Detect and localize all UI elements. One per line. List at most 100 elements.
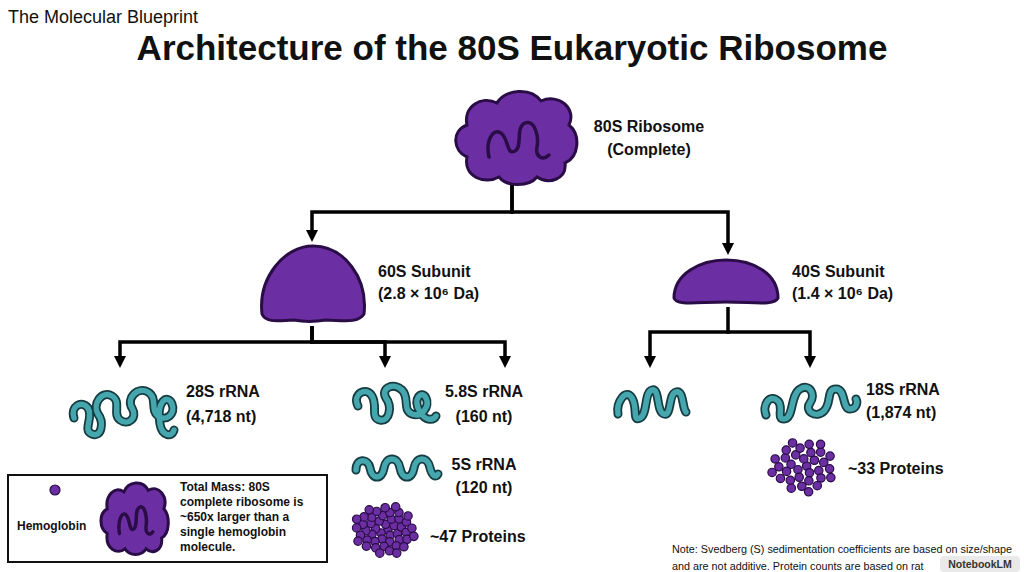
rrna-strand-outline	[765, 387, 857, 419]
protein-dot	[352, 524, 360, 532]
rrna-node: 18S rRNA (1,874 nt)	[758, 368, 968, 428]
protein-dot	[825, 465, 833, 473]
node-label: 5.8S rRNA (160 nt)	[443, 380, 525, 430]
protein-dot	[408, 524, 416, 532]
protein-dot	[410, 532, 418, 540]
node-label: Hemoglobin	[17, 519, 97, 535]
protein-dot	[404, 512, 412, 520]
protein-dot	[826, 452, 834, 460]
rrna-strand	[765, 387, 857, 419]
header-label: The Molecular Blueprint	[8, 6, 328, 28]
rrna-node: 5.8S rRNA (160 nt)	[348, 368, 528, 428]
tree-connector	[512, 185, 728, 243]
watermark: NotebookLM	[940, 556, 1020, 572]
protein-dot	[805, 440, 813, 448]
rrna-strand-fill	[356, 459, 438, 477]
ribosome-node: 80S Ribosome (Complete)	[445, 85, 715, 185]
node-label: 28S rRNA (4,718 nt)	[186, 380, 271, 430]
tree-connector	[312, 185, 512, 230]
node-shape	[66, 368, 296, 443]
protein-cluster	[352, 503, 418, 558]
protein-dot	[807, 448, 815, 456]
ribosome-shape	[101, 483, 168, 555]
ribosome-fold	[488, 122, 549, 157]
rrna-strand	[618, 390, 686, 419]
ribosome-fold	[119, 507, 153, 534]
subunit-shape	[674, 260, 778, 303]
subunit-node: 40S Subunit (1.4 × 10⁶ Da)	[670, 255, 910, 307]
protein-cluster-node: ~33 Proteins	[765, 436, 970, 496]
protein-dot	[354, 537, 362, 545]
node-label: ~33 Proteins	[848, 457, 968, 480]
protein-dot	[796, 444, 804, 452]
node-shape	[258, 242, 498, 326]
protein-dot	[813, 482, 821, 490]
protein-dot	[362, 542, 370, 550]
ribosome-body	[101, 483, 168, 555]
connector-group	[120, 185, 810, 356]
arrow-head	[644, 356, 656, 368]
tree-connector	[728, 307, 810, 356]
protein-dot	[365, 506, 373, 514]
protein-dot	[768, 468, 776, 476]
rrna-strand-outline	[73, 390, 174, 434]
protein-dot	[827, 473, 835, 481]
subunit-shape	[262, 246, 365, 322]
protein-dot	[816, 448, 824, 456]
rrna-strand-fill	[73, 390, 174, 434]
protein-dot	[786, 476, 794, 484]
node-label: 5S rRNA (120 nt)	[443, 453, 525, 499]
rrna-node: 5S rRNA (120 nt)	[348, 445, 528, 495]
rrna-strand-fill	[765, 387, 857, 419]
rrna-strand	[356, 459, 438, 477]
rrna-strand	[357, 386, 436, 420]
protein-dot	[817, 474, 825, 482]
subunit-node: 60S Subunit (2.8 × 10⁶ Da)	[258, 242, 498, 326]
protein-cluster-node: ~47 Proteins	[350, 502, 560, 560]
protein-dot	[376, 549, 384, 557]
rrna-strand	[73, 390, 174, 434]
comparison-box: Hemoglobin Total Mass: 80S complete ribos…	[7, 474, 328, 563]
protein-dot	[787, 484, 795, 492]
rrna-strand-outline	[357, 386, 436, 420]
tree-connector	[120, 326, 312, 356]
tree-connector	[312, 326, 505, 356]
protein-dot	[782, 467, 790, 475]
node-label: 60S Subunit (2.8 × 10⁶ Da)	[378, 261, 493, 306]
protein-dot	[805, 469, 813, 477]
protein-dot	[804, 488, 812, 496]
node-label: Total Mass: 80S complete ribosome is ~65…	[180, 480, 318, 555]
rrna-strand-fill	[357, 386, 436, 420]
branch-line	[650, 332, 728, 356]
rrna-strand-fill	[618, 390, 686, 419]
rrna-node: 28S rRNA (4,718 nt)	[66, 368, 296, 443]
tree-connector	[312, 326, 385, 356]
protein-dot	[381, 503, 389, 511]
protein-cluster	[768, 439, 835, 496]
rrna-strand-outline	[356, 459, 438, 477]
protein-dot	[781, 454, 789, 462]
node-label: 18S rRNA (1,874 nt)	[866, 378, 951, 424]
rrna-strand-outline	[618, 390, 686, 419]
ribosome-shape	[456, 91, 577, 184]
node-label: 80S Ribosome (Complete)	[585, 115, 713, 161]
protein-dot	[400, 543, 408, 551]
protein-dot	[795, 473, 803, 481]
protein-dot	[391, 503, 399, 511]
node-label: ~47 Proteins	[430, 525, 555, 548]
diagram-title: Architecture of the 80S Eukaryotic Ribos…	[0, 30, 1024, 65]
hemoglobin-dot	[50, 485, 60, 495]
protein-dot	[392, 549, 400, 557]
ribosome-body	[456, 91, 577, 184]
protein-dot	[800, 455, 808, 463]
protein-dot	[771, 455, 779, 463]
protein-dot	[352, 515, 360, 523]
protein-dot	[776, 474, 784, 482]
protein-dot	[782, 446, 790, 454]
node-label: 40S Subunit (1.4 × 10⁶ Da)	[792, 261, 907, 306]
protein-dot	[816, 440, 824, 448]
protein-dot	[788, 439, 796, 447]
